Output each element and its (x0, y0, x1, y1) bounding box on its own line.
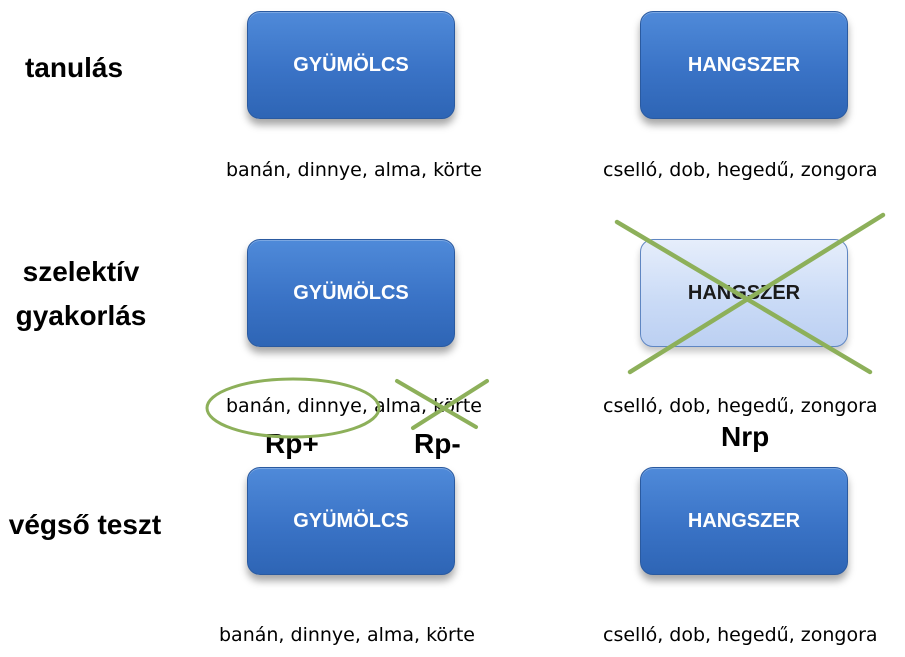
category-box-instrument-practice-crossed: HANGSZER (640, 239, 848, 347)
category-box-fruit-practice: GYÜMÖLCS (247, 239, 455, 347)
category-label: HANGSZER (687, 281, 801, 304)
row-label-line2: gyakorlás (15, 300, 147, 331)
category-label: GYÜMÖLCS (293, 53, 409, 76)
tag-rp-minus: Rp- (414, 428, 461, 459)
category-label: GYÜMÖLCS (293, 509, 409, 532)
row-label-selective-practice: szelektív gyakorlás (6, 250, 156, 338)
category-box-instrument-learning: HANGSZER (640, 11, 848, 119)
instrument-items-test: cselló, dob, hegedű, zongora (603, 624, 878, 646)
fruit-items-test: banán, dinnye, alma, körte (219, 624, 475, 646)
instrument-items-practice: cselló, dob, hegedű, zongora (603, 395, 878, 417)
row-label-final-test: végső teszt (8, 509, 162, 540)
row-label-learning: tanulás (24, 52, 124, 83)
category-label: HANGSZER (687, 509, 801, 532)
category-label: HANGSZER (687, 53, 801, 76)
fruit-items-practice: banán, dinnye, alma, körte (226, 395, 482, 417)
row-label-line1: szelektív (22, 256, 140, 287)
category-box-fruit-test: GYÜMÖLCS (247, 467, 455, 575)
category-box-instrument-test: HANGSZER (640, 467, 848, 575)
tag-rp-plus: Rp+ (265, 428, 319, 459)
tag-nrp: Nrp (721, 421, 770, 452)
instrument-items-learning: cselló, dob, hegedű, zongora (603, 159, 878, 181)
category-box-fruit-learning: GYÜMÖLCS (247, 11, 455, 119)
fruit-items-learning: banán, dinnye, alma, körte (226, 159, 482, 181)
category-label: GYÜMÖLCS (293, 281, 409, 304)
